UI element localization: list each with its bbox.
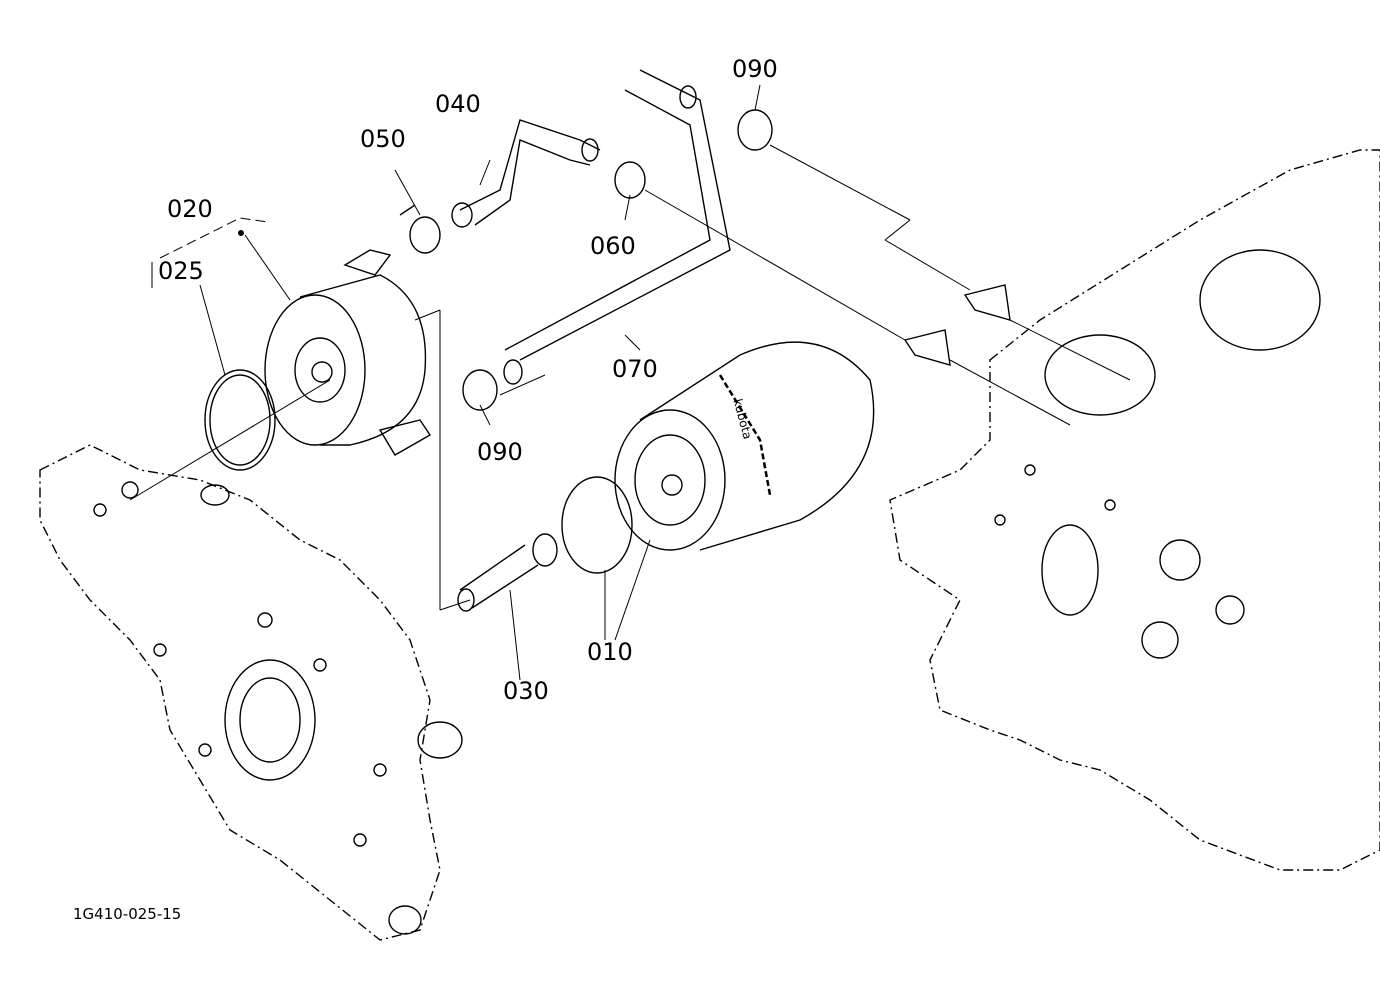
clamp-090-lower bbox=[462, 369, 498, 411]
gear-case-part bbox=[39, 444, 463, 941]
fitting-lower bbox=[903, 329, 951, 366]
part-label-090-upper[interactable]: 090 bbox=[732, 55, 778, 83]
hose-040 bbox=[459, 119, 601, 226]
clamp-060 bbox=[614, 161, 646, 199]
part-label-010[interactable]: 010 bbox=[587, 638, 633, 666]
part-label-050[interactable]: 050 bbox=[360, 125, 406, 153]
drawing-code: 1G410-025-15 bbox=[73, 905, 182, 923]
part-label-025[interactable]: 025 bbox=[158, 257, 204, 285]
part-label-070[interactable]: 070 bbox=[612, 355, 658, 383]
part-label-090-lower[interactable]: 090 bbox=[477, 438, 523, 466]
filter-gasket-010 bbox=[561, 476, 633, 574]
stud-030 bbox=[457, 533, 558, 612]
oil-filter-part bbox=[614, 341, 875, 551]
hose-070 bbox=[504, 69, 731, 361]
clamp-050 bbox=[399, 204, 441, 254]
engine-block-part bbox=[889, 149, 1380, 871]
part-label-030[interactable]: 030 bbox=[503, 677, 549, 705]
reference-lines bbox=[129, 84, 1131, 681]
clamp-090-upper bbox=[737, 109, 773, 151]
part-label-060[interactable]: 060 bbox=[590, 232, 636, 260]
fitting-upper bbox=[963, 284, 1011, 321]
o-ring-025 bbox=[204, 369, 276, 471]
oil-cooler-part bbox=[264, 249, 431, 456]
part-label-040[interactable]: 040 bbox=[435, 90, 481, 118]
part-label-020[interactable]: 020 bbox=[167, 195, 213, 223]
